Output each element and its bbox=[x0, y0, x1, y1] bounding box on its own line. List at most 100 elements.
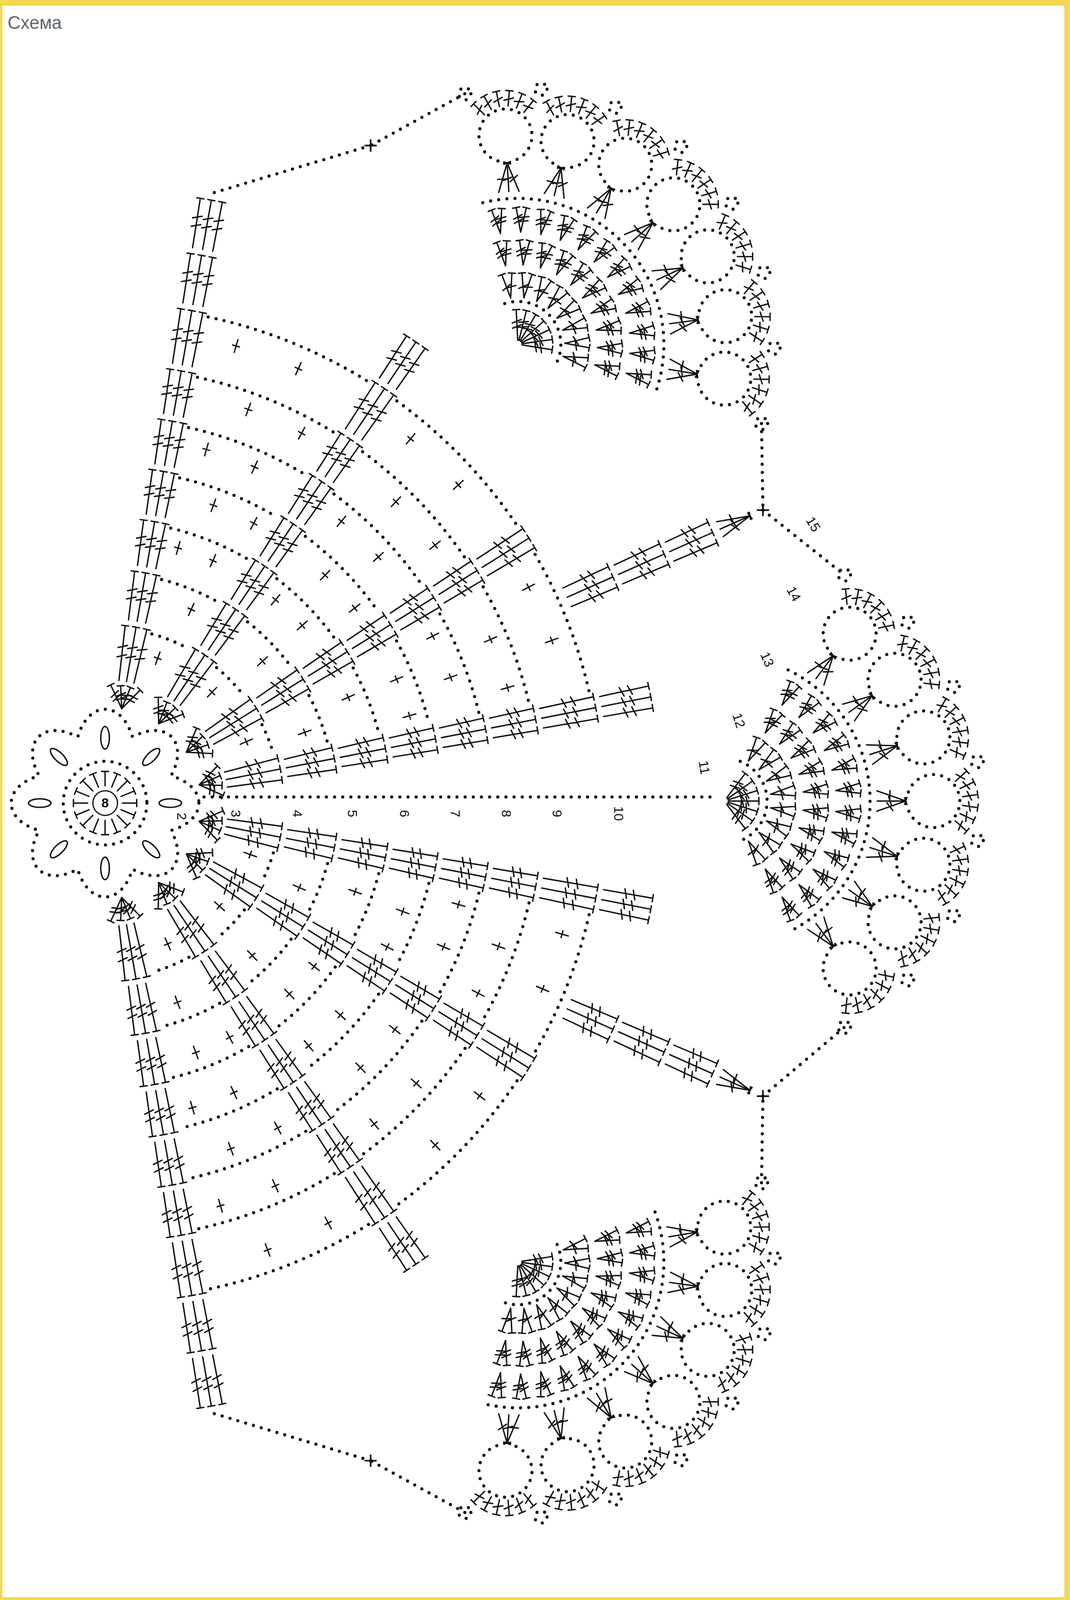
treble-stitch-symbol bbox=[618, 550, 666, 575]
treble-stitch-symbol bbox=[498, 273, 511, 299]
chain-stitches bbox=[179, 1088, 278, 1128]
treble-stitch-symbol bbox=[625, 1292, 650, 1307]
treble-stitch-symbol bbox=[212, 1354, 227, 1405]
chain-stitches bbox=[439, 892, 479, 992]
treble-stitch-symbol bbox=[878, 621, 895, 631]
treble-stitch-symbol bbox=[362, 392, 397, 440]
treble-stitch-symbol bbox=[625, 1288, 652, 1298]
treble-stitch-symbol bbox=[200, 960, 230, 1005]
treble-stitch-symbol bbox=[571, 999, 619, 1023]
treble-stitch-symbol bbox=[562, 1271, 589, 1282]
treble-stitch-symbol bbox=[522, 1259, 554, 1270]
chain-stitches bbox=[698, 352, 751, 406]
treble-stitch-symbol bbox=[487, 544, 537, 576]
treble-stitch-symbol bbox=[476, 525, 525, 559]
treble-stitch-symbol bbox=[523, 98, 537, 113]
treble-stitch-symbol bbox=[566, 1494, 576, 1510]
treble-stitch-symbol bbox=[441, 867, 487, 880]
treble-stitch-symbol bbox=[154, 1089, 167, 1135]
chain-stitches bbox=[598, 138, 652, 192]
treble-stitch-symbol bbox=[563, 352, 589, 362]
single-crochet-symbol bbox=[554, 929, 569, 938]
row-number: 4 bbox=[289, 807, 304, 819]
single-crochet-symbol bbox=[335, 1009, 346, 1020]
single-crochet-symbol bbox=[226, 1030, 234, 1044]
chain-stitches bbox=[504, 301, 561, 362]
chain-stitches bbox=[308, 863, 328, 911]
treble-stitch-symbol bbox=[111, 818, 121, 834]
treble-stitch-symbol bbox=[649, 136, 665, 148]
treble-stitch-symbol bbox=[577, 1491, 588, 1508]
treble-stitch-symbol bbox=[489, 704, 535, 718]
chain-stitches bbox=[681, 1322, 735, 1376]
treble-stitch-symbol bbox=[672, 1430, 682, 1447]
treble-stitch-symbol bbox=[594, 364, 619, 380]
treble-stitch-symbol bbox=[165, 1088, 179, 1133]
treble-stitch-symbol bbox=[597, 345, 623, 358]
row-number: 13 bbox=[756, 647, 778, 670]
chain-stitches bbox=[535, 914, 590, 1052]
treble-stitch-symbol bbox=[536, 1337, 547, 1363]
single-crochet-symbol bbox=[390, 496, 401, 508]
treble-stitch-symbol bbox=[567, 573, 615, 598]
treble-stitch-symbol bbox=[759, 753, 783, 770]
treble-stitch-symbol bbox=[603, 704, 654, 717]
treble-stitch-symbol bbox=[362, 1165, 397, 1213]
chain-stitches bbox=[483, 902, 530, 1019]
treble-stitch-symbol bbox=[752, 1232, 769, 1243]
treble-stitch-symbol bbox=[753, 322, 770, 334]
treble-stitch-symbol bbox=[765, 711, 785, 733]
treble-stitch-symbol bbox=[535, 1371, 545, 1397]
treble-stitch-symbol bbox=[491, 877, 536, 890]
treble-stitch-symbol bbox=[155, 1036, 170, 1083]
chain-stitches bbox=[608, 100, 622, 114]
treble-stitch-symbol bbox=[391, 734, 436, 748]
treble-stitch-symbol bbox=[145, 574, 160, 623]
treble-stitch-symbol bbox=[683, 1428, 695, 1445]
treble-stitch-symbol bbox=[835, 786, 862, 797]
treble-stitch-symbol bbox=[121, 897, 135, 920]
single-crochet-symbol bbox=[191, 1045, 200, 1059]
treble-stitch-symbol bbox=[163, 420, 177, 466]
single-crochet-symbol bbox=[209, 498, 218, 512]
treble-stitch-symbol bbox=[602, 187, 615, 219]
treble-stitch-symbol bbox=[870, 846, 899, 860]
treble-stitch-symbol bbox=[199, 807, 225, 821]
treble-stitch-symbol bbox=[393, 847, 439, 860]
treble-stitch-symbol bbox=[162, 1192, 174, 1238]
chain-stitches bbox=[482, 1211, 664, 1408]
chain-stitches bbox=[334, 1020, 422, 1112]
treble-stitch-symbol bbox=[626, 1226, 652, 1236]
treble-stitch-symbol bbox=[607, 1328, 627, 1350]
treble-stitch-symbol bbox=[564, 1260, 590, 1272]
chain-stitches bbox=[276, 966, 336, 1028]
treble-stitch-symbol bbox=[782, 683, 802, 705]
treble-stitch-symbol bbox=[915, 942, 930, 956]
chain-stitches bbox=[179, 477, 278, 517]
treble-stitch-symbol bbox=[443, 856, 489, 870]
single-crochet-symbol bbox=[430, 1139, 441, 1151]
treble-stitch-symbol bbox=[121, 687, 143, 708]
treble-stitch-symbol bbox=[832, 763, 858, 774]
treble-stitch-symbol bbox=[126, 986, 139, 1035]
treble-stitch-symbol bbox=[752, 384, 769, 396]
stitch-count-circle: 8 bbox=[91, 789, 119, 817]
treble-stitch-symbol bbox=[544, 1412, 565, 1440]
treble-stitch-symbol bbox=[944, 884, 959, 898]
chain-stitches bbox=[262, 724, 274, 753]
treble-stitch-symbol bbox=[134, 628, 151, 683]
chain-stitches bbox=[212, 1412, 372, 1460]
chain-stitches bbox=[353, 873, 379, 938]
treble-stitch-symbol bbox=[649, 1456, 665, 1469]
treble-stitch-symbol bbox=[266, 685, 311, 713]
chain-stitches bbox=[598, 1414, 652, 1468]
treble-stitch-symbol bbox=[521, 239, 534, 265]
treble-stitch-symbol bbox=[594, 1235, 620, 1245]
treble-stitch-symbol bbox=[342, 837, 389, 851]
treble-stitch-symbol bbox=[191, 1238, 207, 1294]
treble-stitch-symbol bbox=[803, 808, 828, 821]
bobble-symbol bbox=[28, 798, 51, 808]
treble-stitch-symbol bbox=[907, 638, 920, 654]
row-number: 6 bbox=[396, 807, 411, 819]
